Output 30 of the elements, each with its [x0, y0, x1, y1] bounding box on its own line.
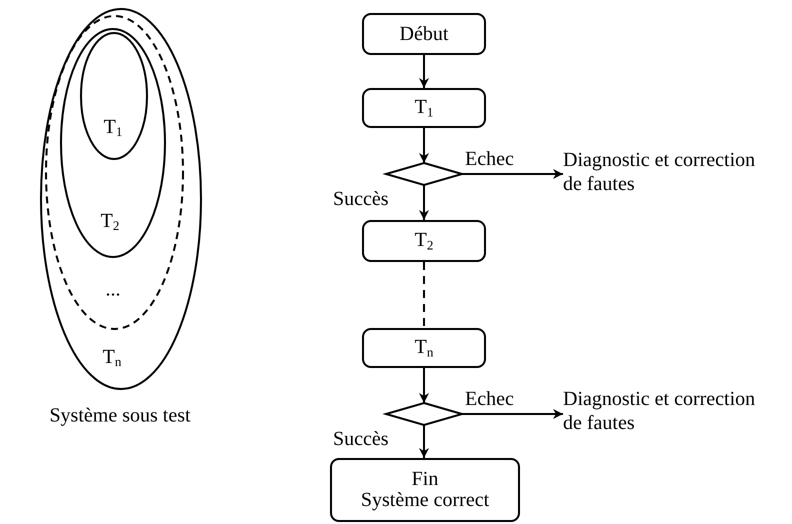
arrow [419, 425, 429, 458]
ellipse [80, 32, 148, 160]
arrow [419, 368, 429, 403]
process-box [330, 458, 520, 522]
dashed-ellipse [45, 15, 184, 330]
test-label: ... [106, 278, 120, 302]
box-text: T$_{1}$ [414, 97, 434, 119]
process-box [362, 13, 486, 55]
box-text: T$_{2}$ [414, 230, 434, 252]
ellipse [40, 8, 202, 390]
test-label: T$_{2}$ [100, 210, 120, 234]
process-box [362, 220, 486, 262]
arrow [419, 128, 429, 163]
process-box [362, 88, 486, 128]
system-label: Système sous test [49, 404, 191, 428]
box-text: Système correct [360, 490, 490, 511]
test-label: T$_{n}$ [102, 346, 122, 370]
ellipse [60, 28, 166, 258]
action-text: Diagnostic et correction de fautes [563, 387, 763, 439]
arrow [419, 55, 429, 88]
arrow [419, 185, 429, 220]
action-text: Diagnostic et correction de fautes [563, 148, 763, 200]
process-box [362, 328, 486, 368]
connector-line [423, 262, 425, 328]
arrow [462, 169, 563, 179]
box-text: T$_{n}$ [414, 337, 434, 359]
box-text: Fin [412, 469, 438, 490]
box-text: Début [400, 24, 448, 44]
test-label: T$_{1}$ [104, 116, 122, 140]
arrow [462, 409, 563, 419]
